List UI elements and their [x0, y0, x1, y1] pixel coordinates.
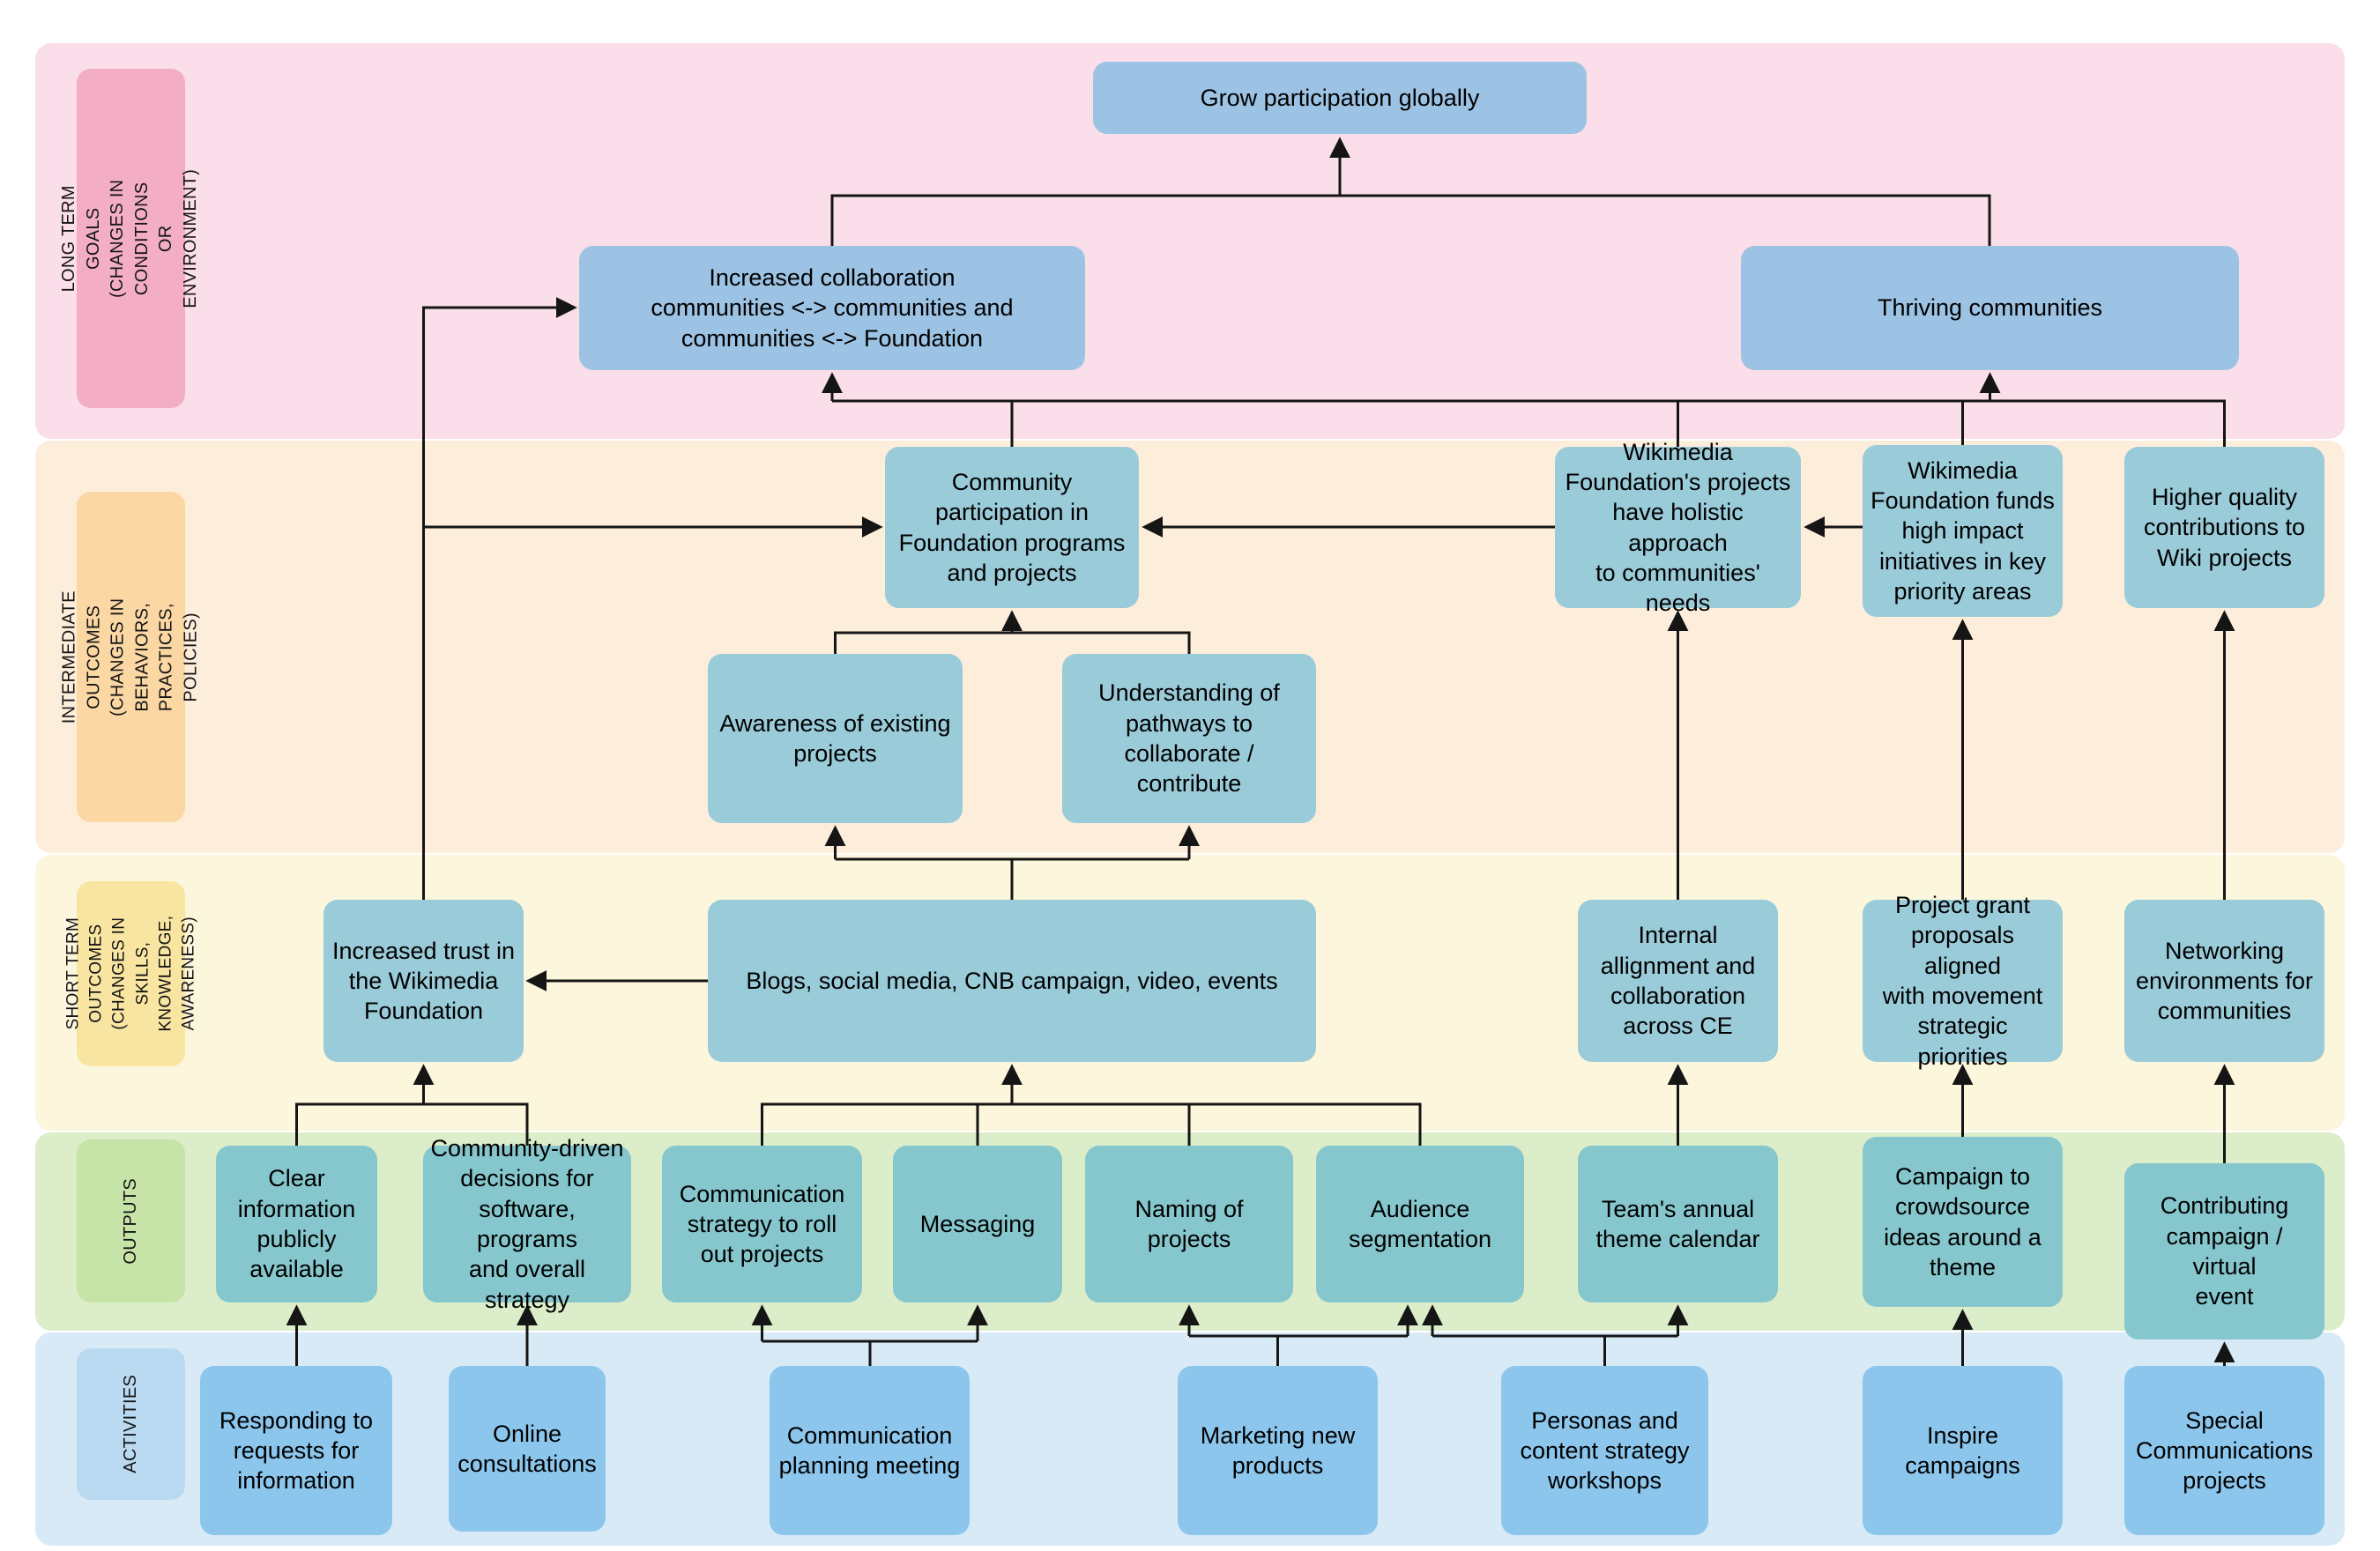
- node-increased-trust: Increased trust in the Wikimedia Foundat…: [324, 900, 524, 1062]
- node-community-participation: Community participation in Foundation pr…: [885, 447, 1139, 608]
- row-label-activities: ACTIVITIES: [77, 1348, 185, 1500]
- node-blogs-social-media: Blogs, social media, CNB campaign, video…: [708, 900, 1316, 1062]
- node-awareness-existing-projects: Awareness of existing projects: [708, 654, 963, 823]
- node-networking-environments: Networking environments for communities: [2124, 900, 2324, 1062]
- node-wf-projects-holistic: Wikimedia Foundation's projects have hol…: [1555, 439, 1801, 616]
- node-online-consultations: Online consultations: [449, 1366, 606, 1532]
- node-audience-segmentation: Audience segmentation: [1316, 1146, 1524, 1302]
- node-wf-funds-high-impact: Wikimedia Foundation funds high impact i…: [1863, 445, 2063, 617]
- node-inspire-campaigns: Inspire campaigns: [1863, 1366, 2063, 1535]
- node-contributing-campaign: Contributing campaign / virtual event: [2124, 1163, 2324, 1340]
- node-annual-theme-calendar: Team's annual theme calendar: [1578, 1146, 1778, 1302]
- node-higher-quality-contributions: Higher quality contributions to Wiki pro…: [2124, 447, 2324, 608]
- node-communication-strategy: Communication strategy to roll out proje…: [662, 1146, 862, 1302]
- node-messaging: Messaging: [893, 1146, 1062, 1302]
- node-communication-planning-meeting: Communication planning meeting: [770, 1366, 970, 1535]
- node-community-driven-decisions: Community-driven decisions for software,…: [423, 1135, 631, 1313]
- node-personas-workshops: Personas and content strategy workshops: [1501, 1366, 1708, 1535]
- row-label-long-term-goals: LONG TERM GOALS (CHANGES IN CONDITIONS O…: [60, 69, 201, 408]
- row-label-short-term-outcomes: SHORT TERM OUTCOMES (CHANGES IN SKILLS, …: [63, 881, 197, 1066]
- node-thriving-communities: Thriving communities: [1741, 246, 2239, 370]
- node-internal-alignment: Internal allignment and collaboration ac…: [1578, 900, 1778, 1062]
- node-crowdsource-campaign: Campaign to crowdsource ideas around a t…: [1863, 1137, 2063, 1307]
- node-special-communications-projects: Special Communications projects: [2124, 1366, 2324, 1535]
- node-naming-of-projects: Naming of projects: [1085, 1146, 1293, 1302]
- node-clear-information: Clear information publicly available: [216, 1146, 377, 1302]
- node-project-grant-proposals: Project grant proposals aligned with mov…: [1863, 892, 2063, 1070]
- node-responding-to-requests: Responding to requests for information: [200, 1366, 392, 1535]
- node-grow-participation-globally: Grow participation globally: [1093, 62, 1587, 134]
- node-understanding-pathways: Understanding of pathways to collaborate…: [1062, 654, 1316, 823]
- node-increased-collaboration: Increased collaboration communities <-> …: [579, 246, 1085, 370]
- row-label-outputs: OUTPUTS: [77, 1139, 185, 1302]
- node-marketing-new-products: Marketing new products: [1178, 1366, 1378, 1535]
- row-label-intermediate-outcomes: INTERMEDIATE OUTCOMES (CHANGES IN BEHAVI…: [60, 492, 201, 822]
